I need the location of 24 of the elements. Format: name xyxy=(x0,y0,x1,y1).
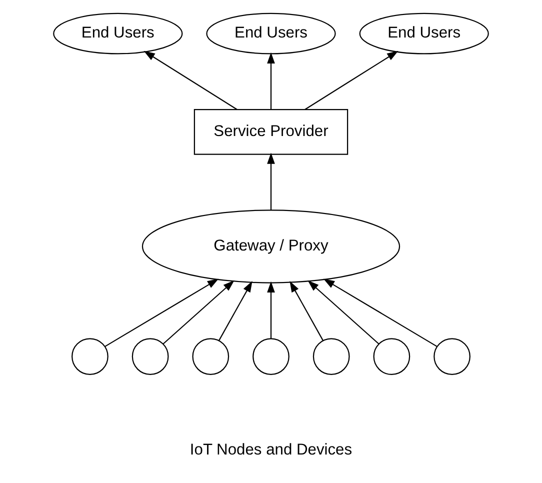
arrow xyxy=(267,280,275,338)
node-ellipse: Gateway / Proxy xyxy=(142,209,400,283)
arrow xyxy=(290,280,324,340)
node-box: Service Provider xyxy=(194,108,348,154)
node-circle xyxy=(192,338,230,374)
arrow xyxy=(144,50,238,110)
node-circle xyxy=(72,338,108,374)
arrow xyxy=(308,280,380,344)
node-circle xyxy=(132,338,169,374)
node-circle xyxy=(434,338,470,374)
arrow xyxy=(162,280,234,344)
arrow xyxy=(267,52,275,109)
node-ellipse: End Users xyxy=(359,12,489,54)
arrow xyxy=(218,280,252,340)
node-circle xyxy=(252,338,290,374)
arrow xyxy=(104,278,219,346)
node-ellipse: End Users xyxy=(206,12,336,54)
arrow xyxy=(323,278,438,346)
arrow xyxy=(267,152,275,210)
arrow xyxy=(304,50,398,110)
node-circle xyxy=(312,338,350,374)
label: IoT Nodes and Devices xyxy=(190,441,352,458)
node-ellipse: End Users xyxy=(53,12,183,54)
node-circle xyxy=(373,338,410,374)
